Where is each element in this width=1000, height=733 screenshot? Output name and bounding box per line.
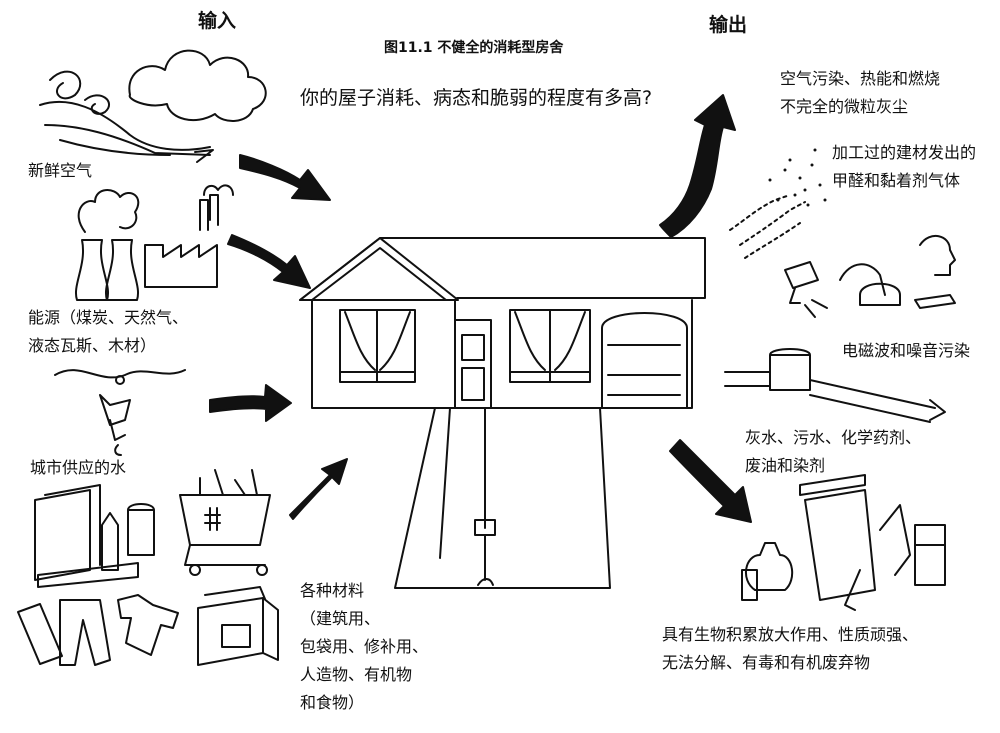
output-air-pollution-line-2: 不完全的微粒灰尘 [780,97,909,116]
shopping-cart-illustration [179,469,271,576]
appliances-illustration [784,235,956,318]
output-formaldehyde-line-1: 加工过的建材发出的 [832,143,977,162]
output-waste-line-1: 具有生物积累放大作用、性质顽强、 [662,625,919,644]
inputs-heading: 输入 [198,10,237,32]
house-wall [311,299,693,409]
input-arrows [209,154,348,520]
water-supply-illustration [54,369,186,456]
input-fresh-air: 新鲜空气 [28,161,93,180]
output-wastewater-line-2: 废油和染剂 [745,456,826,475]
house-illustration [299,237,706,589]
mailbox [474,519,496,586]
driveway [394,407,611,589]
input-materials-line-1: 各种材料 [300,581,365,600]
output-waste-line-2: 无法分解、有毒和有机废弃物 [662,653,871,672]
input-materials-line-2: （建筑用、 [300,609,381,628]
formaldehyde-gas-illustration [729,194,806,259]
cardboard-box-illustration [197,586,279,666]
input-energy-line-1: 能源（煤炭、天然气、 [28,308,189,327]
power-plant-illustration [75,184,234,301]
central-question: 你的屋子消耗、病态和脆弱的程度有多高? [300,87,653,109]
input-materials-line-3: 包袋用、修补用、 [300,637,429,656]
front-door [454,319,492,409]
window-right [509,309,591,383]
input-materials-line-5: 和食物） [300,693,365,712]
output-em-noise: 电磁波和噪音污染 [842,341,971,360]
phone-clothes-illustration [17,594,179,666]
input-water: 城市供应的水 [30,458,127,477]
garage-door [601,312,688,409]
fresh-air-illustration [39,49,267,163]
outputs-heading: 输出 [709,14,748,36]
output-formaldehyde-line-2: 甲醛和黏着剂气体 [832,171,961,190]
output-arrows [659,94,752,523]
figure-title: 图11.1 不健全的消耗型房舍 [384,40,564,56]
window-left [339,309,416,383]
output-wastewater-line-1: 灰水、污水、化学药剂、 [745,428,922,447]
building-materials-illustration [34,484,155,588]
output-air-pollution-line-1: 空气污染、热能和燃烧 [780,69,941,88]
particle-dots [768,148,827,207]
waste-pile-illustration [741,474,946,611]
drain-pipe-illustration [724,348,946,423]
house-roof [299,237,706,301]
input-materials-line-4: 人造物、有机物 [300,665,413,684]
input-energy-line-2: 液态瓦斯、木材） [28,336,157,355]
